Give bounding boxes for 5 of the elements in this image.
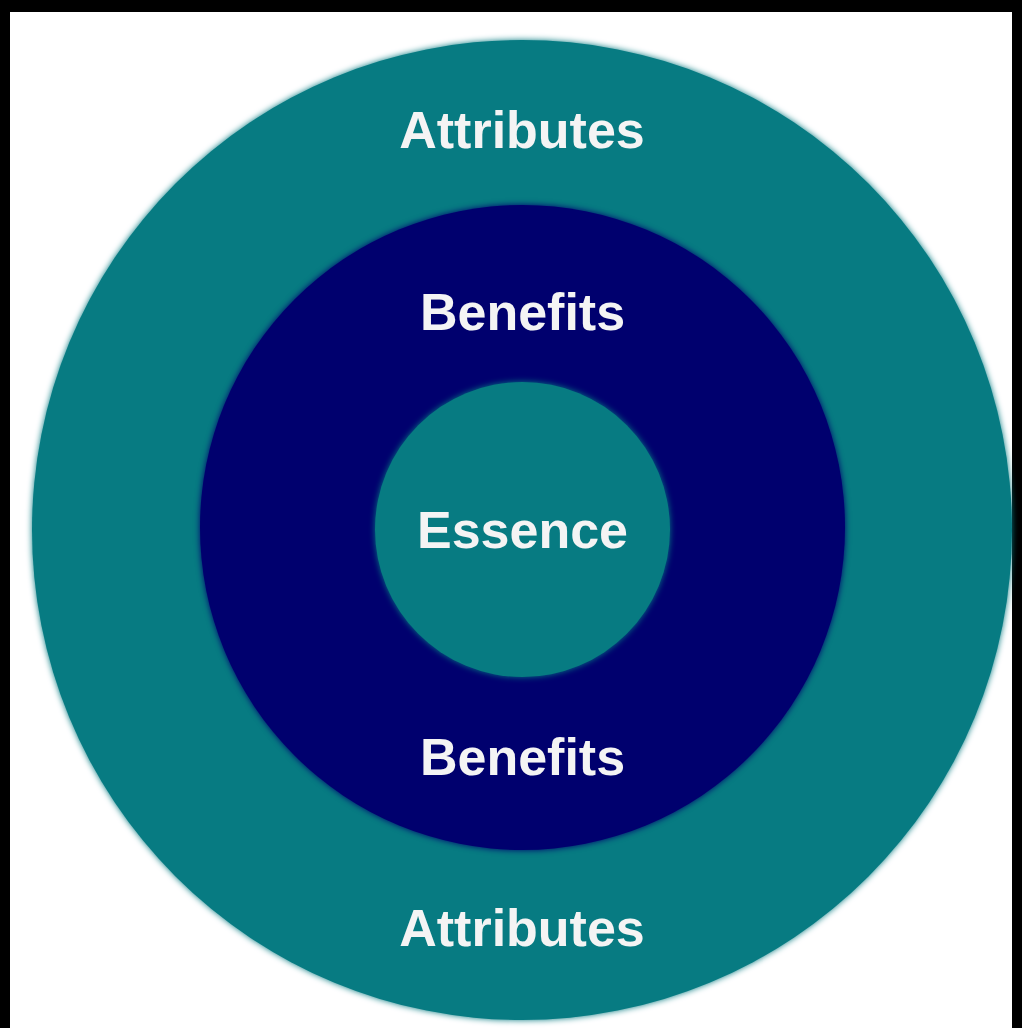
layer-label: Benefits xyxy=(419,727,626,787)
layer-label: Benefits xyxy=(419,282,626,342)
layer-label: Attributes xyxy=(399,100,645,160)
layer-label: Attributes xyxy=(399,898,645,958)
layer-label: Essence xyxy=(416,499,628,560)
